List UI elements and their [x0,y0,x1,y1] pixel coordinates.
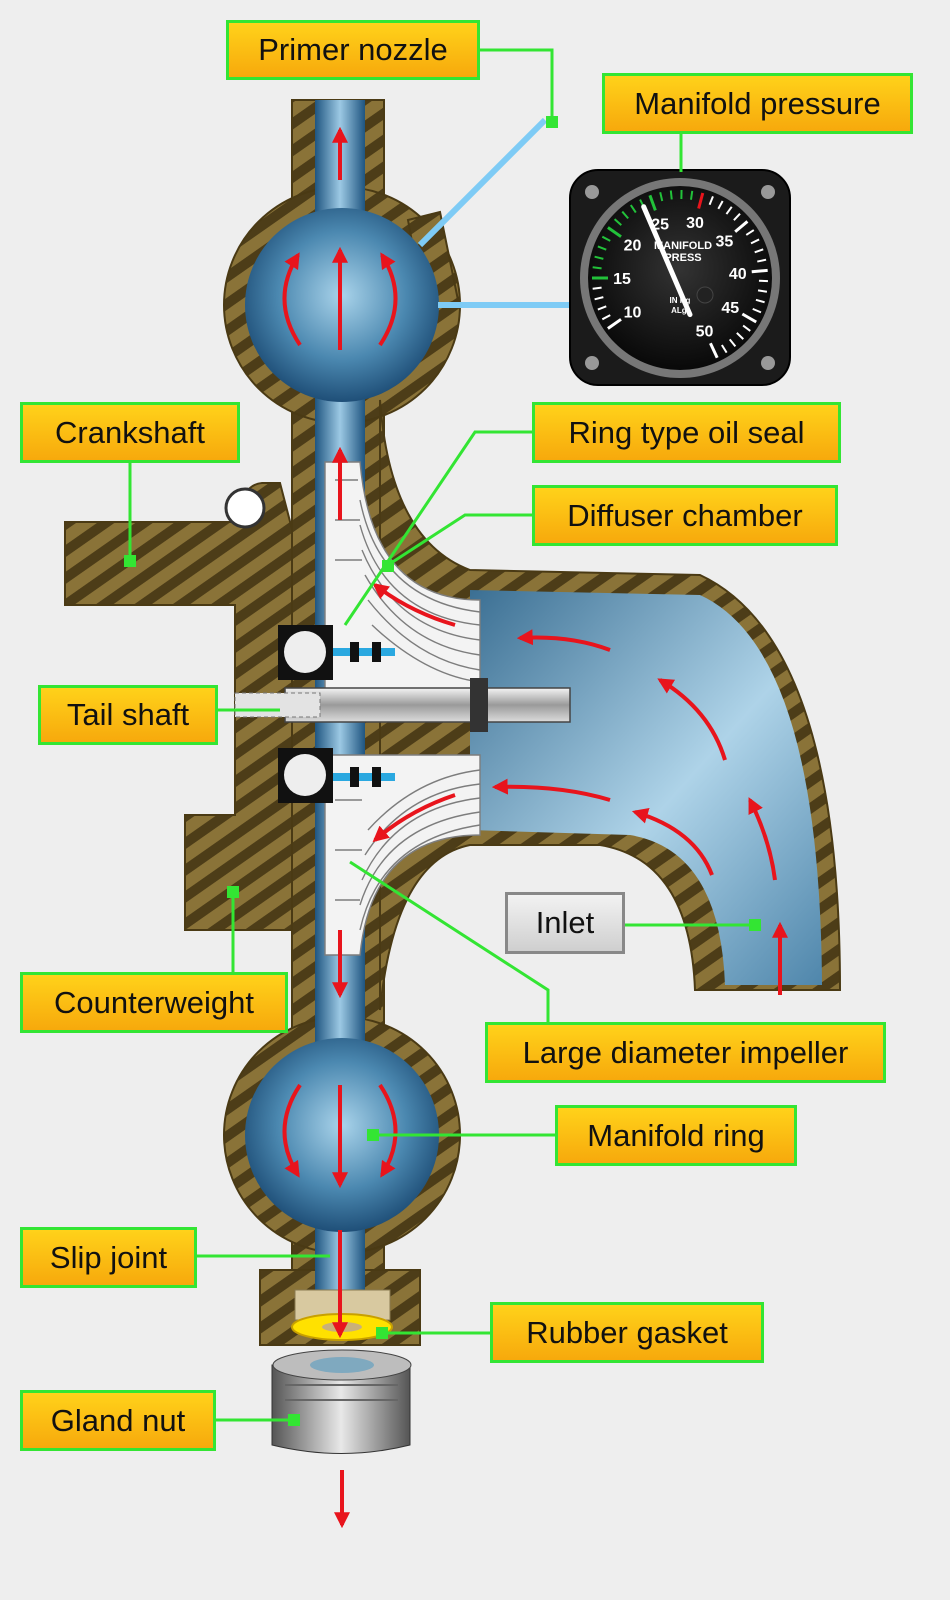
label-gland-nut: Gland nut [20,1390,216,1451]
label-rubber-gasket: Rubber gasket [490,1302,764,1363]
gauge-tick [601,235,611,242]
gauge-tick [741,312,757,324]
label-tail-shaft: Tail shaft [38,685,218,745]
gauge-tick [750,238,760,245]
gauge-tick [613,218,622,226]
label-slip-joint: Slip joint [20,1227,197,1288]
flow-arrows [282,126,788,1529]
label-ring-type-oil-seal: Ring type oil seal [532,402,841,463]
gauge-tick [734,220,749,233]
pressure-lines [417,117,575,308]
gauge-tick [697,192,705,209]
leader-endpoints [124,116,761,1426]
gauge-needle [641,204,693,318]
gauge-ticks [592,189,768,359]
gauge-scale-number: 20 [624,238,642,255]
gauge-tick [721,344,728,354]
fitting-parts [271,1289,412,1454]
gauge-tick [690,190,694,200]
label-primer-nozzle: Primer nozzle [226,20,480,80]
gauge-tick [745,229,755,236]
gauge-tick [594,296,604,301]
gauge-tick [629,204,637,214]
gauge-tick [607,226,622,238]
gauge-scale-number: 40 [729,266,747,283]
gauge-tick [742,324,751,332]
tail-shaft-assembly [224,487,571,803]
gauge-tick [725,206,733,215]
gauge-scale-number: 50 [696,324,714,341]
impeller [324,461,481,956]
label-diffuser-chamber: Diffuser chamber [532,485,838,546]
gauge-tick [592,266,602,270]
gauge-scale-number: 45 [721,300,739,317]
gauge-tick [621,210,629,220]
gauge-tick [755,298,765,304]
gauge-scale-number: 30 [686,215,704,232]
gauge-title-2: PRESS [664,252,701,264]
gauge-tick [733,212,741,221]
label-large-diameter-impeller: Large diameter impeller [485,1022,886,1083]
gauge-tick [757,289,768,293]
leader-lines [128,48,752,1422]
label-inlet: Inlet [505,892,625,954]
gauge-tick [594,255,604,260]
gauge-tick [757,258,767,263]
gauge-title-1: MANIFOLD [654,240,712,252]
gauge-tick [597,245,607,251]
label-manifold-pressure: Manifold pressure [602,73,913,134]
gauge-scale-number: 15 [613,271,631,288]
gauge-tick [607,318,622,330]
gauge-units-2: ALg. [671,306,689,315]
gauge-tick [597,305,607,311]
label-crankshaft: Crankshaft [20,402,240,463]
gauge-tick [751,268,768,274]
label-manifold-ring: Manifold ring [555,1105,797,1166]
gauge-tick [752,307,762,314]
gauge-scale-number: 10 [624,304,642,321]
gauge-tick [648,194,657,211]
gauge-tick [736,332,744,340]
gauge-tick [659,192,664,202]
gauge-tick [669,190,673,200]
gauge-tick [592,286,602,290]
gauge-scale-number: 35 [716,234,734,251]
gauge-tick [754,248,764,254]
gauge-tick [601,314,611,321]
gauge-tick [708,196,714,206]
gauge-units-1: IN Hg [670,296,691,305]
gauge-tick [709,342,719,359]
label-counterweight: Counterweight [20,972,288,1033]
gauge-tick [717,200,724,210]
gauge-tick [728,338,737,348]
